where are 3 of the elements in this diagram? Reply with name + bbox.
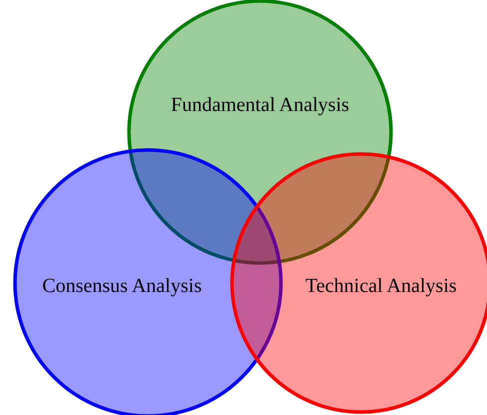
circle-label: Technical Analysis xyxy=(305,275,457,297)
circle-label: Fundamental Analysis xyxy=(170,94,350,116)
circle-label: Consensus Analysis xyxy=(42,275,202,297)
